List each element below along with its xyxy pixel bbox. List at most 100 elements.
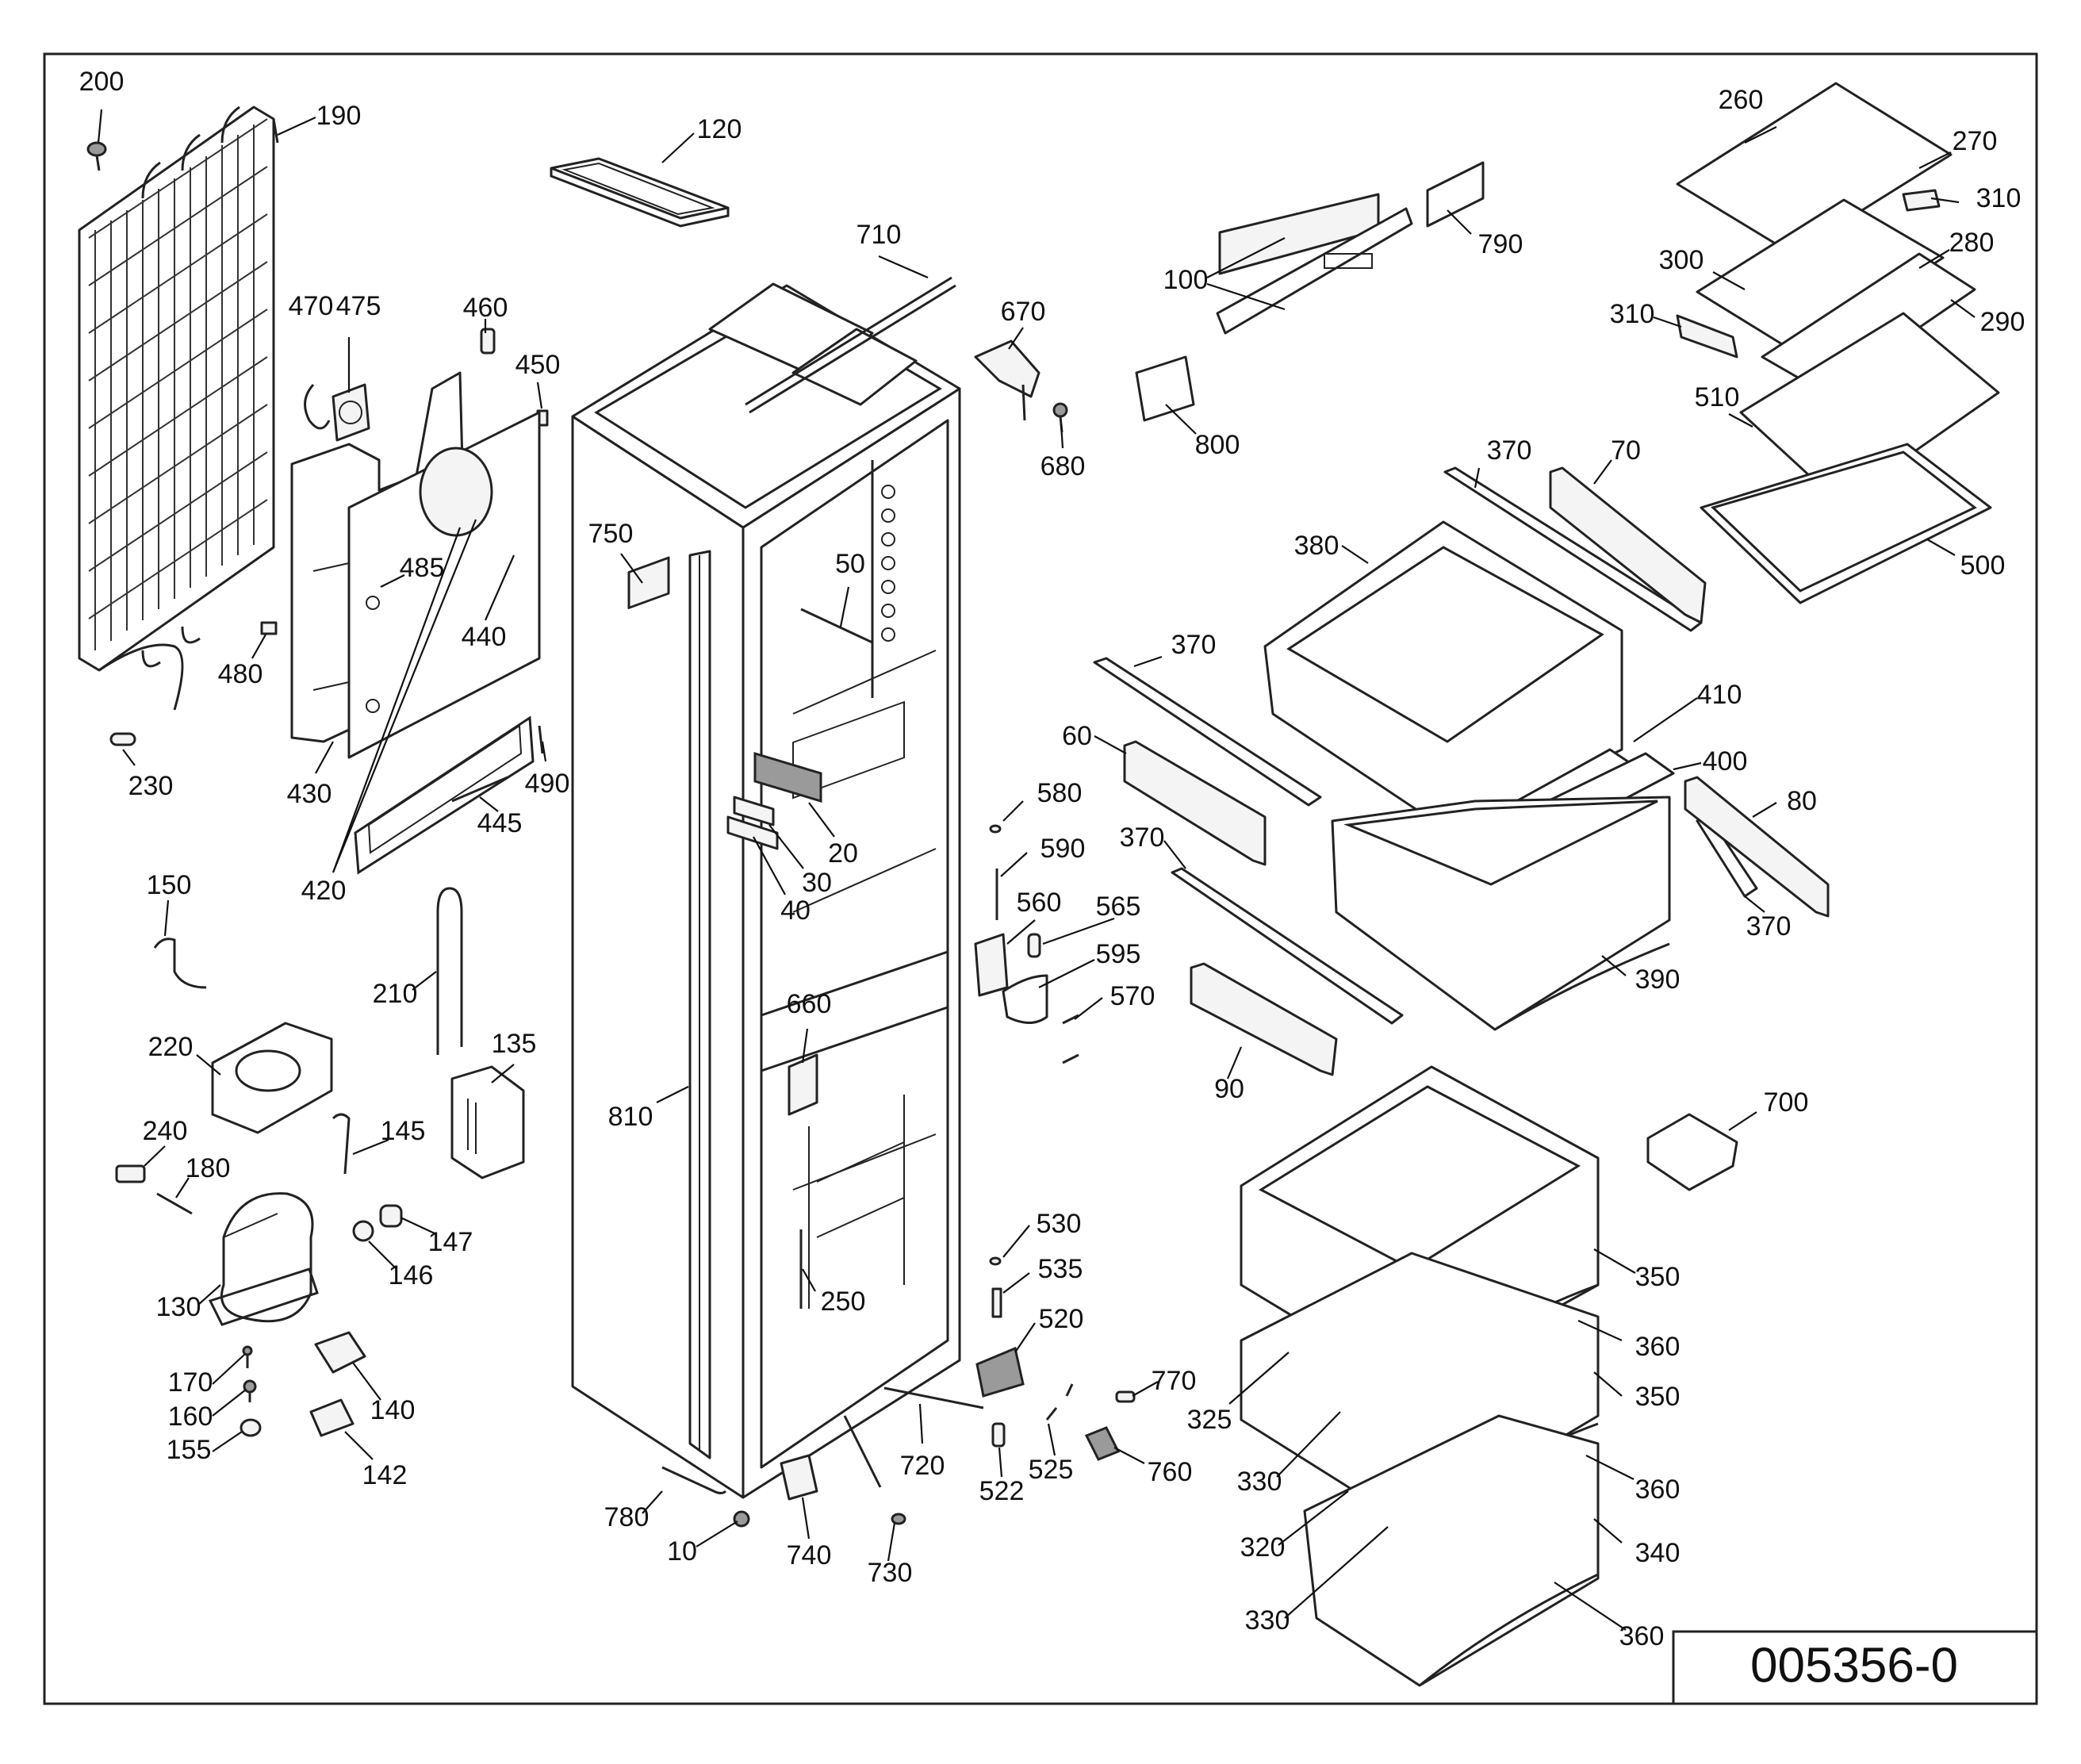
callout-390: 390 <box>1635 964 1681 995</box>
part-480 <box>260 621 278 635</box>
part-control-panel <box>726 751 822 850</box>
callout-150: 150 <box>147 870 192 900</box>
part-screw-680 <box>1052 402 1068 433</box>
callout-140: 140 <box>370 1395 416 1425</box>
part-hinge-bottom <box>975 1256 1025 1398</box>
callout-labels: 200 190 120 710 670 680 100 790 800 260 … <box>79 67 2025 1651</box>
callout-40: 40 <box>780 895 811 926</box>
callout-90: 90 <box>1214 1074 1244 1104</box>
part-135 <box>450 1065 525 1179</box>
callout-240: 240 <box>143 1116 188 1146</box>
part-485 <box>347 411 541 759</box>
callout-470: 470 <box>289 291 334 321</box>
part-door-seal <box>688 550 711 1459</box>
part-730 <box>891 1513 906 1525</box>
part-hinge-mid <box>974 824 1079 1064</box>
part-power-cable <box>153 938 207 989</box>
part-glass-shelves <box>1676 82 2000 604</box>
callout-147: 147 <box>428 1227 473 1257</box>
callout-230: 230 <box>128 771 174 801</box>
callout-520: 520 <box>1039 1304 1084 1334</box>
callout-475: 475 <box>336 291 381 321</box>
callout-410: 410 <box>1697 680 1742 710</box>
part-522 <box>991 1422 1006 1448</box>
callout-170: 170 <box>168 1367 213 1398</box>
part-760 <box>1084 1426 1121 1461</box>
callout-522: 522 <box>979 1476 1025 1506</box>
document-number: 005356-0 <box>1750 1638 1958 1693</box>
part-screw-200 <box>86 141 107 171</box>
callout-310b: 310 <box>1610 299 1655 329</box>
callout-160: 160 <box>168 1402 213 1432</box>
part-condenser <box>78 105 279 711</box>
callout-570: 570 <box>1110 981 1155 1011</box>
callout-155: 155 <box>167 1435 212 1465</box>
callout-810: 810 <box>608 1102 653 1132</box>
callout-260: 260 <box>1719 85 1764 115</box>
callout-460: 460 <box>463 293 508 323</box>
part-740 <box>780 1454 818 1501</box>
part-220 <box>211 1022 333 1134</box>
callout-120: 120 <box>697 114 742 144</box>
callout-740: 740 <box>787 1540 832 1570</box>
callout-790: 790 <box>1478 229 1523 259</box>
part-445 <box>451 776 508 803</box>
part-hinge-top <box>974 339 1040 421</box>
callout-450: 450 <box>515 350 561 380</box>
callout-580: 580 <box>1037 778 1083 808</box>
callout-370a: 370 <box>1487 435 1532 466</box>
callout-565: 565 <box>1096 892 1141 922</box>
callout-135: 135 <box>492 1029 537 1059</box>
callout-190: 190 <box>316 101 362 131</box>
callout-300: 300 <box>1659 245 1704 275</box>
callout-210: 210 <box>373 979 418 1009</box>
callout-142: 142 <box>362 1460 408 1490</box>
callout-280: 280 <box>1949 228 1995 258</box>
callout-420: 420 <box>301 876 347 906</box>
part-490 <box>538 725 544 754</box>
callout-146: 146 <box>389 1260 434 1290</box>
part-240 <box>115 1164 146 1183</box>
part-wrench <box>661 1466 727 1494</box>
callout-330b: 330 <box>1245 1605 1290 1636</box>
callout-50: 50 <box>835 549 865 579</box>
part-145 <box>332 1113 351 1175</box>
callout-10: 10 <box>667 1536 697 1567</box>
callout-145: 145 <box>381 1116 426 1146</box>
callout-20: 20 <box>828 838 858 869</box>
part-147 <box>379 1204 403 1228</box>
part-guide-80 <box>1684 776 1830 918</box>
callout-480: 480 <box>218 659 263 689</box>
callout-535: 535 <box>1038 1254 1083 1284</box>
callout-430: 430 <box>287 779 332 809</box>
callout-560: 560 <box>1017 888 1062 918</box>
callout-220: 220 <box>148 1032 194 1062</box>
callout-325: 325 <box>1187 1405 1232 1435</box>
callout-445: 445 <box>477 808 523 838</box>
part-guide-60 <box>1123 740 1267 866</box>
part-fasteners <box>240 1345 262 1437</box>
callout-800: 800 <box>1195 430 1240 460</box>
callout-360b: 360 <box>1635 1474 1681 1505</box>
part-50 <box>800 608 873 644</box>
part-230 <box>109 732 136 746</box>
part-790 <box>1426 161 1485 228</box>
callout-60: 60 <box>1062 721 1092 751</box>
callout-370c: 370 <box>1120 823 1165 853</box>
callout-530: 530 <box>1037 1209 1082 1239</box>
callout-350b: 350 <box>1635 1382 1681 1412</box>
callout-290: 290 <box>1980 307 2025 337</box>
callout-760: 760 <box>1148 1457 1193 1487</box>
part-basket-380 <box>1263 520 1623 834</box>
part-guide-70 <box>1549 466 1707 624</box>
callout-370b: 370 <box>1171 630 1217 660</box>
part-guide-90 <box>1190 962 1338 1076</box>
part-compressor <box>208 1192 319 1326</box>
leader-lines <box>97 109 1976 1631</box>
part-460 <box>480 328 496 355</box>
callout-80: 80 <box>1787 786 1817 816</box>
part-750 <box>627 556 670 609</box>
callout-490: 490 <box>525 769 570 799</box>
callout-380: 380 <box>1294 531 1339 561</box>
